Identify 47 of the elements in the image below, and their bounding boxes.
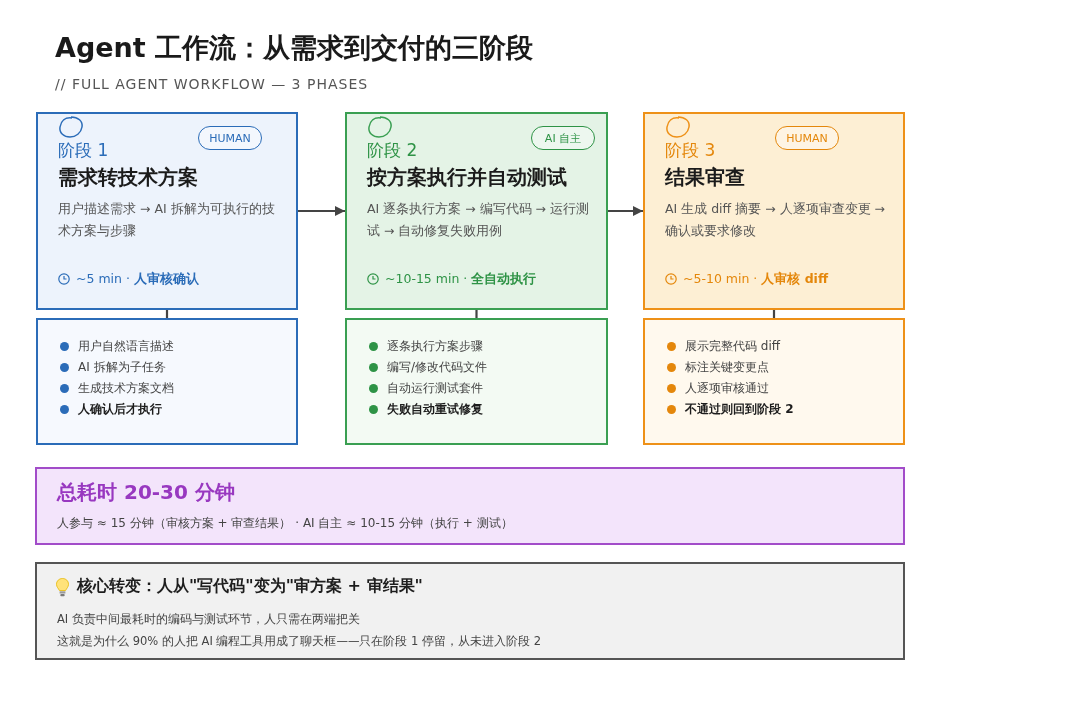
checklist-item: 自动运行测试套件: [387, 380, 483, 397]
checklist-item: 编写/修改代码文件: [387, 359, 488, 376]
time-estimate: ~5 min · 人审核确认: [76, 271, 199, 288]
card-description: AI 生成 diff 摘要 → 人逐项审查变更 → 确认或要求修改: [665, 200, 887, 240]
role-label: HUMAN: [775, 126, 839, 150]
summary-panel: [35, 467, 905, 545]
insight-text: 这就是为什么 90% 的人把 AI 编程工具用成了聊天框——只在阶段 1 停留，从未进入阶段 2: [57, 634, 542, 649]
checklist-item: 展示完整代码 diff: [685, 338, 781, 355]
summary-text: 人参与 ≈ 15 分钟（审核方案 + 审查结果） · AI 自主 ≈ 10-15 分钟（执行 + 测试）: [57, 515, 513, 532]
summary-heading: 总耗时 20-30 分钟: [57, 479, 235, 506]
checklist-item: 生成技术方案文档: [78, 380, 174, 397]
time-estimate: ~10-15 min · 全自动执行: [385, 271, 537, 288]
connector-line: [165, 310, 169, 318]
insight-heading: 核心转变：人从"写代码"变为"审方案 + 审结果": [77, 576, 423, 597]
phase-label: 阶段 2: [367, 139, 418, 162]
card-title: 需求转技术方案: [58, 164, 198, 191]
time-estimate: ~5-10 min · 人审核 diff: [683, 271, 829, 288]
role-label: AI 自主: [531, 126, 595, 150]
checklist-card: [643, 318, 905, 445]
card-title: 按方案执行并自动测试: [367, 164, 567, 191]
checklist-item: 逐条执行方案步骤: [387, 338, 483, 355]
insight-panel: [35, 562, 905, 660]
page-title: Agent 工作流：从需求到交付的三阶段: [55, 31, 534, 65]
connector-line: [772, 310, 776, 318]
checklist-item: 用户自然语言描述: [78, 338, 174, 355]
phase-card: [643, 112, 905, 310]
checklist-card: [36, 318, 298, 445]
card-description: AI 逐条执行方案 → 编写代码 → 运行测试 → 自动修复失败用例: [367, 200, 590, 240]
phase-label: 阶段 1: [58, 139, 109, 162]
checklist-item: 标注关键变更点: [685, 359, 769, 376]
checklist-item: 失败自动重试修复: [387, 401, 483, 418]
card-title: 结果审查: [665, 164, 745, 191]
phase-label: 阶段 3: [665, 139, 716, 162]
checklist-item: 不通过则回到阶段 2: [685, 401, 794, 418]
connector-line: [475, 310, 478, 318]
phase-card: [345, 112, 608, 310]
insight-text: AI 负责中间最耗时的编码与测试环节，人只需在两端把关: [57, 612, 360, 627]
arrow: [298, 206, 345, 216]
subtitle: // FULL AGENT WORKFLOW — 3 PHASES: [55, 76, 369, 92]
checklist-item: 人逐项审核通过: [685, 380, 769, 397]
card-description: 用户描述需求 → AI 拆解为可执行的技术方案与步骤: [58, 200, 276, 240]
checklist-item: 人确认后才执行: [78, 401, 162, 418]
phase-card: [36, 112, 298, 310]
role-label: HUMAN: [198, 126, 262, 150]
arrow: [608, 206, 643, 216]
checklist-item: AI 拆解为子任务: [78, 359, 166, 376]
checklist-card: [345, 318, 608, 445]
